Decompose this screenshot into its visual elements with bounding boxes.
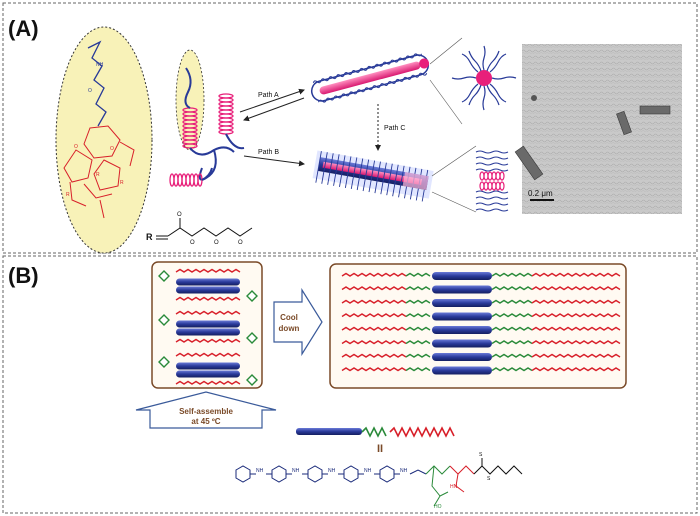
- temperature-label: at 45 ºC: [191, 417, 220, 426]
- micelle-cross-section: [429, 37, 517, 125]
- lamellar-box: [329, 263, 627, 389]
- ho-label: HO: [434, 504, 442, 510]
- chain-row: [175, 352, 241, 357]
- equivalence-sign: II: [377, 443, 383, 455]
- self-assemble-label: Self-assemble: [179, 407, 233, 416]
- chain-row: [175, 268, 241, 273]
- panel-b-label: (B): [8, 263, 39, 288]
- r-label: R: [146, 232, 153, 242]
- chain-row: [175, 310, 241, 315]
- panel-a-border: [2, 2, 698, 254]
- ribbon-cross-section: [431, 145, 509, 213]
- nh-label-5: NH: [400, 468, 408, 474]
- molecule-structure: NH NH NH NH NH HO HN S S: [235, 452, 523, 510]
- self-assemble-arrow: Self-assemble at 45 ºC: [135, 391, 277, 429]
- svg-text:O: O: [190, 240, 195, 246]
- nh-label-2: NH: [292, 468, 300, 474]
- chain-row: [175, 380, 241, 385]
- s-label-2: S: [487, 476, 491, 482]
- path-arrows: Path A Path B Path C: [239, 88, 405, 167]
- chain-row: [175, 296, 241, 301]
- nh-label-1: NH: [256, 468, 264, 474]
- svg-text:O: O: [88, 88, 92, 94]
- path-b-label: Path B: [258, 149, 279, 156]
- block-copolymer-schematic: [169, 49, 245, 187]
- down-label: down: [279, 324, 300, 333]
- panel-a-label: (A): [8, 16, 39, 41]
- scale-bar-label: 0.2 μm: [528, 189, 553, 198]
- cool-label: Cool: [280, 313, 298, 322]
- panel-b-border: [2, 255, 698, 514]
- svg-text:O: O: [110, 146, 114, 152]
- svg-text:O: O: [238, 240, 243, 246]
- svg-text:NH: NH: [96, 62, 104, 68]
- path-c-label: Path C: [384, 125, 405, 132]
- r-group-structure: R O O O O: [146, 212, 253, 246]
- svg-text:O: O: [214, 240, 219, 246]
- svg-text:O: O: [177, 212, 182, 218]
- cool-down-arrow: Cool down: [273, 287, 323, 357]
- svg-text:R: R: [96, 172, 100, 178]
- svg-text:R: R: [120, 180, 124, 186]
- svg-text:O: O: [74, 144, 78, 150]
- path-a-label: Path A: [258, 92, 279, 99]
- nh-label-3: NH: [328, 468, 336, 474]
- svg-text:R: R: [66, 192, 70, 198]
- hn-label: HN: [450, 484, 458, 490]
- nanoribbon: [312, 150, 434, 202]
- tem-micrograph: 0.2 μm: [514, 44, 682, 214]
- monomer-structure: NH O O O R R R: [55, 26, 153, 254]
- molecule-schematic: II: [296, 426, 455, 455]
- assembled-bilayer-box: [151, 261, 263, 389]
- nh-label-4: NH: [364, 468, 372, 474]
- chain-row: [175, 338, 241, 343]
- s-label-1: S: [479, 452, 483, 458]
- cylindrical-micelle: [310, 53, 430, 103]
